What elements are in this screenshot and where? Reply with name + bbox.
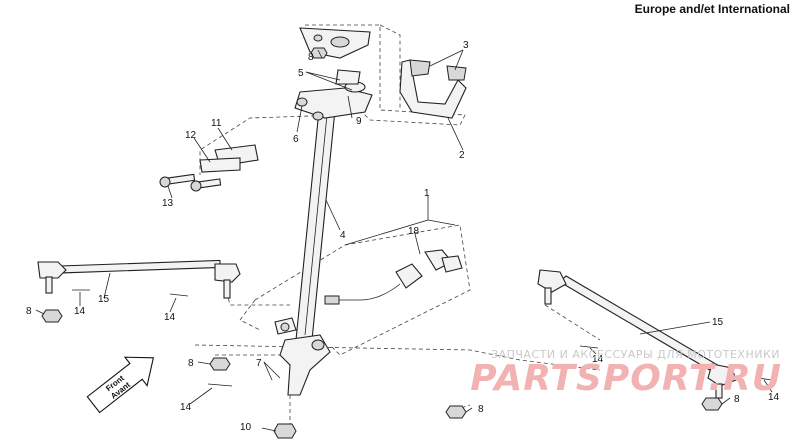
left-tie-rod [59, 259, 221, 274]
lower-assembly-outline [254, 224, 471, 356]
callout-18: 18 [408, 226, 420, 237]
page-title: Europe and/et International [634, 2, 790, 16]
callout-12: 12 [185, 130, 197, 141]
callout-8-right: 8 [734, 394, 740, 405]
callout-8-left: 8 [26, 306, 32, 317]
callout-4: 4 [340, 230, 346, 241]
left-tie-rod-end-outer [37, 261, 67, 279]
callout-5: 5 [298, 68, 304, 79]
callout-2: 2 [459, 150, 465, 161]
bolt-head-6a [296, 97, 308, 107]
watermark-logo: PARTSPORT.RU [470, 358, 782, 399]
callout-9: 9 [356, 116, 362, 127]
callout-leaders [35, 49, 773, 432]
upper-assembly-outline [199, 24, 466, 175]
right-tie-rod-end-inner [537, 269, 567, 293]
left-tierod-dash [224, 284, 290, 306]
spacer-plate [199, 157, 241, 173]
callout-14-right: 14 [768, 392, 780, 403]
cotter-pin-bottom [207, 383, 233, 387]
ignition-key-2 [441, 255, 463, 273]
nut-bottom-right [445, 405, 467, 419]
callout-15-right: 15 [712, 317, 724, 328]
left-ball-stud [45, 276, 53, 294]
column-bore [330, 36, 350, 48]
callout-14-center-left: 14 [164, 312, 176, 323]
callout-numbers: 1 2 3 4 5 6 7 8 8 8 8 8 9 10 11 12 13 14… [26, 40, 780, 433]
callout-8-bottom-right: 8 [478, 404, 484, 415]
callout-7: 7 [256, 358, 262, 369]
nut-top [310, 47, 328, 59]
ignition-connector [324, 295, 340, 305]
callout-1: 1 [424, 188, 430, 199]
right-inner-ball-stud [544, 287, 552, 305]
callout-14-left: 14 [74, 306, 86, 317]
bracket-clip-left [409, 59, 431, 77]
bushing [335, 69, 361, 85]
right-ball-stud [715, 383, 723, 399]
left-inner-ball-stud [223, 279, 231, 299]
callout-8-center: 8 [188, 358, 194, 369]
right-bracket-outline [379, 24, 401, 110]
callout-6: 6 [293, 134, 299, 145]
cotter-pin-right [757, 377, 773, 381]
arm-bore [311, 339, 325, 351]
bolt-head-6b [312, 111, 324, 121]
callout-11: 11 [211, 118, 222, 129]
nut-right [701, 397, 723, 411]
right-tierod-dash [544, 304, 601, 341]
left-tie-rod-end-inner [214, 263, 241, 283]
callout-3: 3 [463, 40, 469, 51]
nut-center [209, 357, 231, 371]
right-tie-rod-end-outer [707, 363, 737, 387]
lower-left-outline [239, 299, 261, 331]
center-dashed-line [194, 344, 601, 371]
nut-left [41, 309, 63, 323]
ignition-wire [338, 283, 401, 301]
bracket-clip-right [446, 65, 467, 81]
key-hole [280, 322, 290, 332]
ignition-switch [395, 263, 423, 289]
nut-10 [273, 423, 297, 439]
plate-stud [313, 34, 323, 42]
bolt-13a-head [159, 176, 171, 188]
cotter-pin-center-left [169, 293, 189, 297]
watermark-tagline: ЗАПЧАСТИ И АКСЕССУАРЫ ДЛЯ МОТОТЕХНИКИ [491, 348, 780, 361]
cotter-pin-center-right [579, 345, 599, 349]
front-direction-arrow: Front Avant [86, 356, 155, 414]
bolt-13a [167, 173, 196, 185]
callout-10: 10 [240, 422, 252, 433]
callout-15-left: 15 [98, 294, 110, 305]
callout-14-center-right: 14 [592, 354, 604, 365]
callout-13: 13 [162, 198, 174, 209]
mounting-bracket [399, 59, 467, 119]
callout-14-bottom: 14 [180, 402, 192, 413]
bolt-13b-head [190, 180, 202, 192]
callout-8-top: 8 [308, 52, 314, 63]
